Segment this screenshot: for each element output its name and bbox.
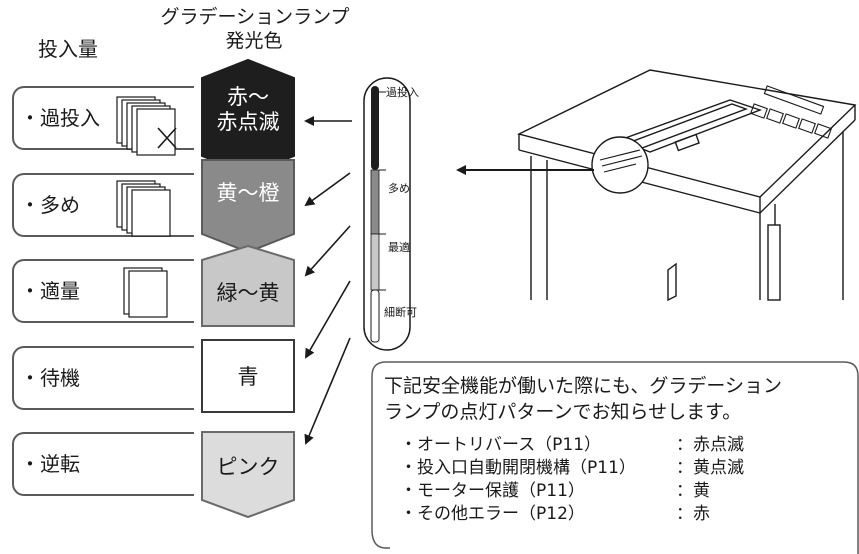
info-item-status-2: ：黄点滅 (676, 458, 744, 478)
paper-stack-many-icon (116, 180, 171, 237)
gauge-label-best: 最適 (388, 241, 410, 254)
arrow-to-yellow (304, 172, 351, 207)
info-line1: 下記安全機能が働いた際にも、グラデーション (384, 375, 783, 397)
info-item-name-4: ・その他エラー（P12） (400, 504, 585, 524)
lamp-text-yellow: 黄～橙 (216, 181, 280, 205)
paper-stack-overfeed-icon (116, 96, 177, 156)
info-box-frame (371, 361, 859, 554)
info-item-name-3: ・モーター保護（P11） (400, 481, 585, 501)
gauge-bar-shred (370, 289, 380, 343)
level-box-overfeed (12, 86, 194, 150)
level-box-proper (12, 259, 194, 323)
lamp-shape-blue (201, 339, 295, 413)
arrow-to-blue (304, 280, 351, 359)
level-box-standby (12, 346, 194, 410)
level-label-reverse: ・逆転 (20, 452, 80, 476)
lamp-text-red-line2: 赤点滅 (216, 110, 280, 134)
lamp-text-red-line1: 赤～ (227, 85, 269, 109)
paper-stack-proper-icon (123, 267, 168, 318)
info-item-status-3: ：黄 (676, 481, 710, 501)
gauge-label-overfeed: 過投入 (386, 86, 419, 99)
arrow-to-green (304, 225, 351, 277)
info-item-name-1: ・オートリバース（P11） (400, 435, 602, 455)
arrow-to-pink (304, 337, 351, 445)
gauge-label-many: 多め (388, 182, 410, 195)
lamp-shape-green (201, 244, 295, 327)
gauge-ticks (379, 91, 386, 291)
level-box-many (12, 173, 194, 237)
lamp-shape-red (201, 58, 295, 176)
level-box-reverse (12, 432, 194, 496)
lamp-text-blue: 青 (237, 365, 259, 389)
lamp-text-pink: ピンク (216, 455, 280, 479)
lamp-shape-yellow (201, 159, 295, 254)
gauge-bar-proper (370, 233, 380, 291)
lamp-text-green: 緑～黄 (216, 281, 280, 305)
lamp-header-line2: 発光色 (225, 30, 283, 52)
amount-header: 投入量 (38, 37, 98, 61)
gauge-bar-many (370, 169, 380, 235)
level-label-overfeed: ・過投入 (20, 106, 100, 130)
info-item-status-1: ：赤点滅 (676, 435, 744, 455)
level-label-proper: ・適量 (20, 279, 80, 303)
info-item-status-4: ：赤 (676, 504, 710, 524)
level-label-many: ・多め (20, 193, 80, 217)
shredder-illustration (516, 69, 857, 302)
info-item-name-2: ・投入口自動開閉機構（P11） (400, 458, 636, 478)
lamp-header-line1: グラデーションランプ (160, 6, 350, 28)
lamp-shape-pink (201, 431, 295, 519)
gauge-label-shred: 細断可 (384, 306, 417, 319)
info-line2: ランプの点灯パターンでお知らせします。 (384, 401, 742, 423)
level-label-standby: ・待機 (20, 366, 80, 390)
gauge-bar-overfeed (371, 86, 379, 170)
